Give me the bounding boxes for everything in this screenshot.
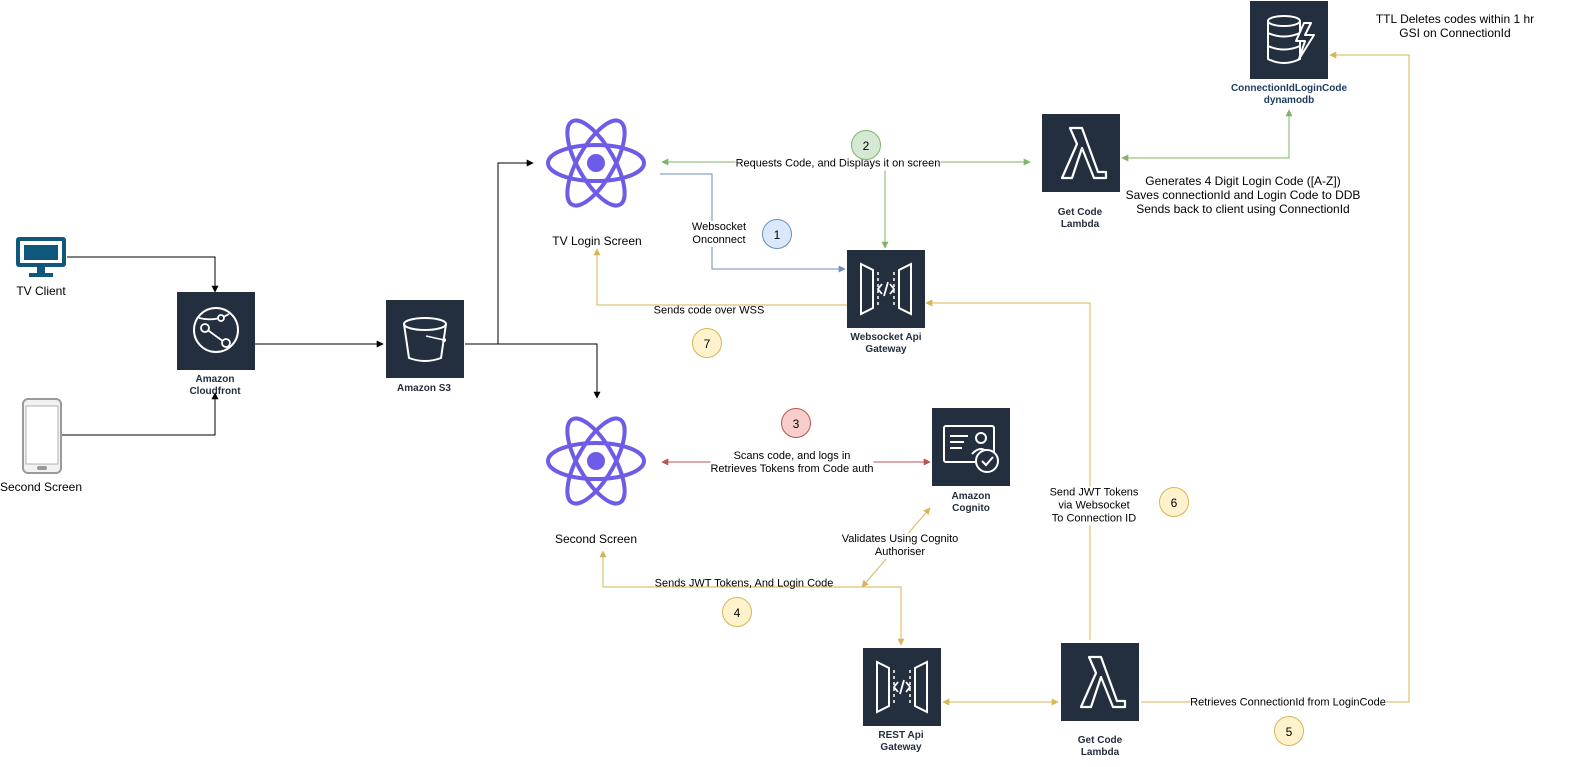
edge-label-sends-code-wss: Sends code over WSS: [653, 304, 765, 317]
dynamodb-label: ConnectionIdLoginCode dynamodb: [1231, 83, 1347, 107]
edge-websocket-onconnect: [660, 173, 846, 273]
tv-client-label: TV Client: [16, 284, 66, 298]
edge-label-send-jwt-ws: Send JWT Tokens via Websocket To Connect…: [1049, 486, 1139, 526]
edge-label-scans-code-line2: Retrieves Tokens from Code auth: [710, 463, 874, 475]
note-ttl-line2: GSI on ConnectionId: [1399, 26, 1511, 40]
lambda-bottom-label: Get Code Lambda: [1078, 735, 1122, 759]
dynamodb-icon: [1267, 15, 1315, 64]
note-lambda-desc-line1: Generates 4 Digit Login Code ([A-Z]): [1145, 174, 1341, 188]
step-badge-5: 5: [1274, 716, 1304, 746]
second-screen-app-label: Second Screen: [554, 532, 638, 546]
edge-label-validates-cognito: Validates Using Cognito Authoriser: [841, 533, 959, 559]
cloudfront-icon: [193, 307, 239, 353]
dynamodb-label-line1: ConnectionIdLoginCode: [1230, 83, 1348, 94]
cognito-tile: [932, 408, 1010, 486]
rest-api-gateway-tile: [863, 648, 941, 726]
step-badge-1: 1: [762, 219, 792, 249]
monitor-icon: [15, 236, 67, 278]
cloudfront-label-line2: Cloudfront: [189, 386, 241, 397]
lambda-bottom-label-line2: Lambda: [1080, 747, 1120, 758]
lambda-top-label: Get Code Lambda: [1058, 207, 1102, 231]
cloudfront-tile: [177, 292, 255, 370]
step-badge-2: 2: [851, 130, 881, 160]
edge-label-sends-jwt-login: Sends JWT Tokens, And Login Code: [654, 577, 834, 590]
edge-label-requests-code: Requests Code, and Displays it on screen: [735, 157, 941, 171]
rest-api-label: REST Api Gateway: [878, 730, 923, 754]
edge-label-send-jwt-ws-line3: To Connection ID: [1051, 512, 1137, 525]
edge-label-validates-cognito-line2: Authoriser: [874, 546, 926, 558]
step-badge-3: 3: [781, 408, 811, 438]
cognito-label: Amazon Cognito: [952, 491, 991, 515]
edge-label-websocket-onconnect: Websocket Onconnect: [691, 221, 747, 247]
lambda-icon: [1060, 126, 1108, 180]
lambda-top-label-line1: Get Code: [1057, 207, 1103, 218]
websocket-api-gateway-tile: [847, 250, 925, 328]
dynamodb-tile: [1250, 1, 1328, 79]
edge-label-websocket-onconnect-line1: Websocket: [691, 221, 747, 233]
rest-api-label-line2: Gateway: [880, 742, 922, 753]
cognito-label-line2: Cognito: [952, 503, 990, 514]
edge-label-websocket-onconnect-line2: Onconnect: [692, 234, 746, 246]
smartphone-icon: [22, 398, 62, 474]
bucket-icon: [403, 317, 447, 362]
note-ttl-line1: TTL Deletes codes within 1 hr: [1375, 12, 1535, 26]
step-badge-4: 4: [722, 597, 752, 627]
api-gateway-icon: [860, 262, 912, 316]
note-lambda-desc-line2: Saves connectionId and Login Code to DDB: [1125, 188, 1361, 202]
edge-label-retrieves-connection: Retrieves ConnectionId from LoginCode: [1190, 696, 1386, 710]
api-gateway-icon: [876, 660, 928, 714]
note-lambda-desc-line3: Sends back to client using ConnectionId: [1136, 202, 1350, 216]
step-badge-6: 6: [1159, 487, 1189, 517]
step-badge-7: 7: [692, 328, 722, 358]
dynamodb-label-line2: dynamodb: [1263, 95, 1315, 106]
edge-sends-jwt-login: [599, 550, 905, 646]
cloudfront-label: Amazon Cloudfront: [189, 374, 240, 398]
edge-lambda-dynamodb: [1121, 109, 1293, 162]
cognito-label-line1: Amazon: [951, 491, 991, 502]
edge-s3-secondscreen: [498, 343, 601, 399]
cloudfront-label-line1: Amazon: [195, 374, 235, 385]
s3-tile: [386, 300, 464, 378]
edge-s3-tvlogin: [465, 159, 534, 345]
edge-label-validates-cognito-line1: Validates Using Cognito: [841, 533, 959, 545]
edge-label-send-jwt-ws-line2: via Websocket: [1058, 499, 1130, 512]
s3-label: Amazon S3: [397, 383, 451, 394]
edge-sends-code-wss: [593, 248, 847, 306]
edge-retrieves-connection: [1141, 51, 1410, 703]
lambda-top-label-line2: Lambda: [1060, 219, 1100, 230]
react-icon-tv-login: [546, 108, 646, 218]
note-ttl: TTL Deletes codes within 1 hr GSI on Con…: [1376, 12, 1534, 40]
edge-phone-cloudfront: [62, 392, 219, 436]
lambda-bottom-label-line1: Get Code: [1077, 735, 1123, 746]
websocket-api-label: Websocket Api Gateway: [850, 332, 921, 356]
edge-label-scans-code: Scans code, and logs in Retrieves Tokens…: [710, 450, 874, 476]
edge-label-scans-code-line1: Scans code, and logs in: [733, 450, 851, 462]
second-screen-device-label: Second Screen: [0, 480, 83, 494]
edge-tvclient-cloudfront: [67, 256, 219, 293]
edge-label-send-jwt-ws-line1: Send JWT Tokens: [1049, 486, 1139, 499]
lambda-top-tile: [1042, 114, 1120, 192]
lambda-bottom-tile: [1061, 643, 1139, 721]
websocket-api-label-line1: Websocket Api: [850, 332, 922, 343]
websocket-api-label-line2: Gateway: [865, 344, 907, 355]
react-icon-second-screen: [546, 406, 646, 516]
note-lambda-desc: Generates 4 Digit Login Code ([A-Z]) Sav…: [1126, 174, 1361, 216]
cognito-icon: [943, 425, 999, 473]
edge-jwt-to-wsgateway: [925, 299, 1091, 640]
rest-api-label-line1: REST Api: [878, 730, 924, 741]
tv-login-screen-label: TV Login Screen: [552, 234, 642, 248]
lambda-icon: [1079, 655, 1127, 709]
